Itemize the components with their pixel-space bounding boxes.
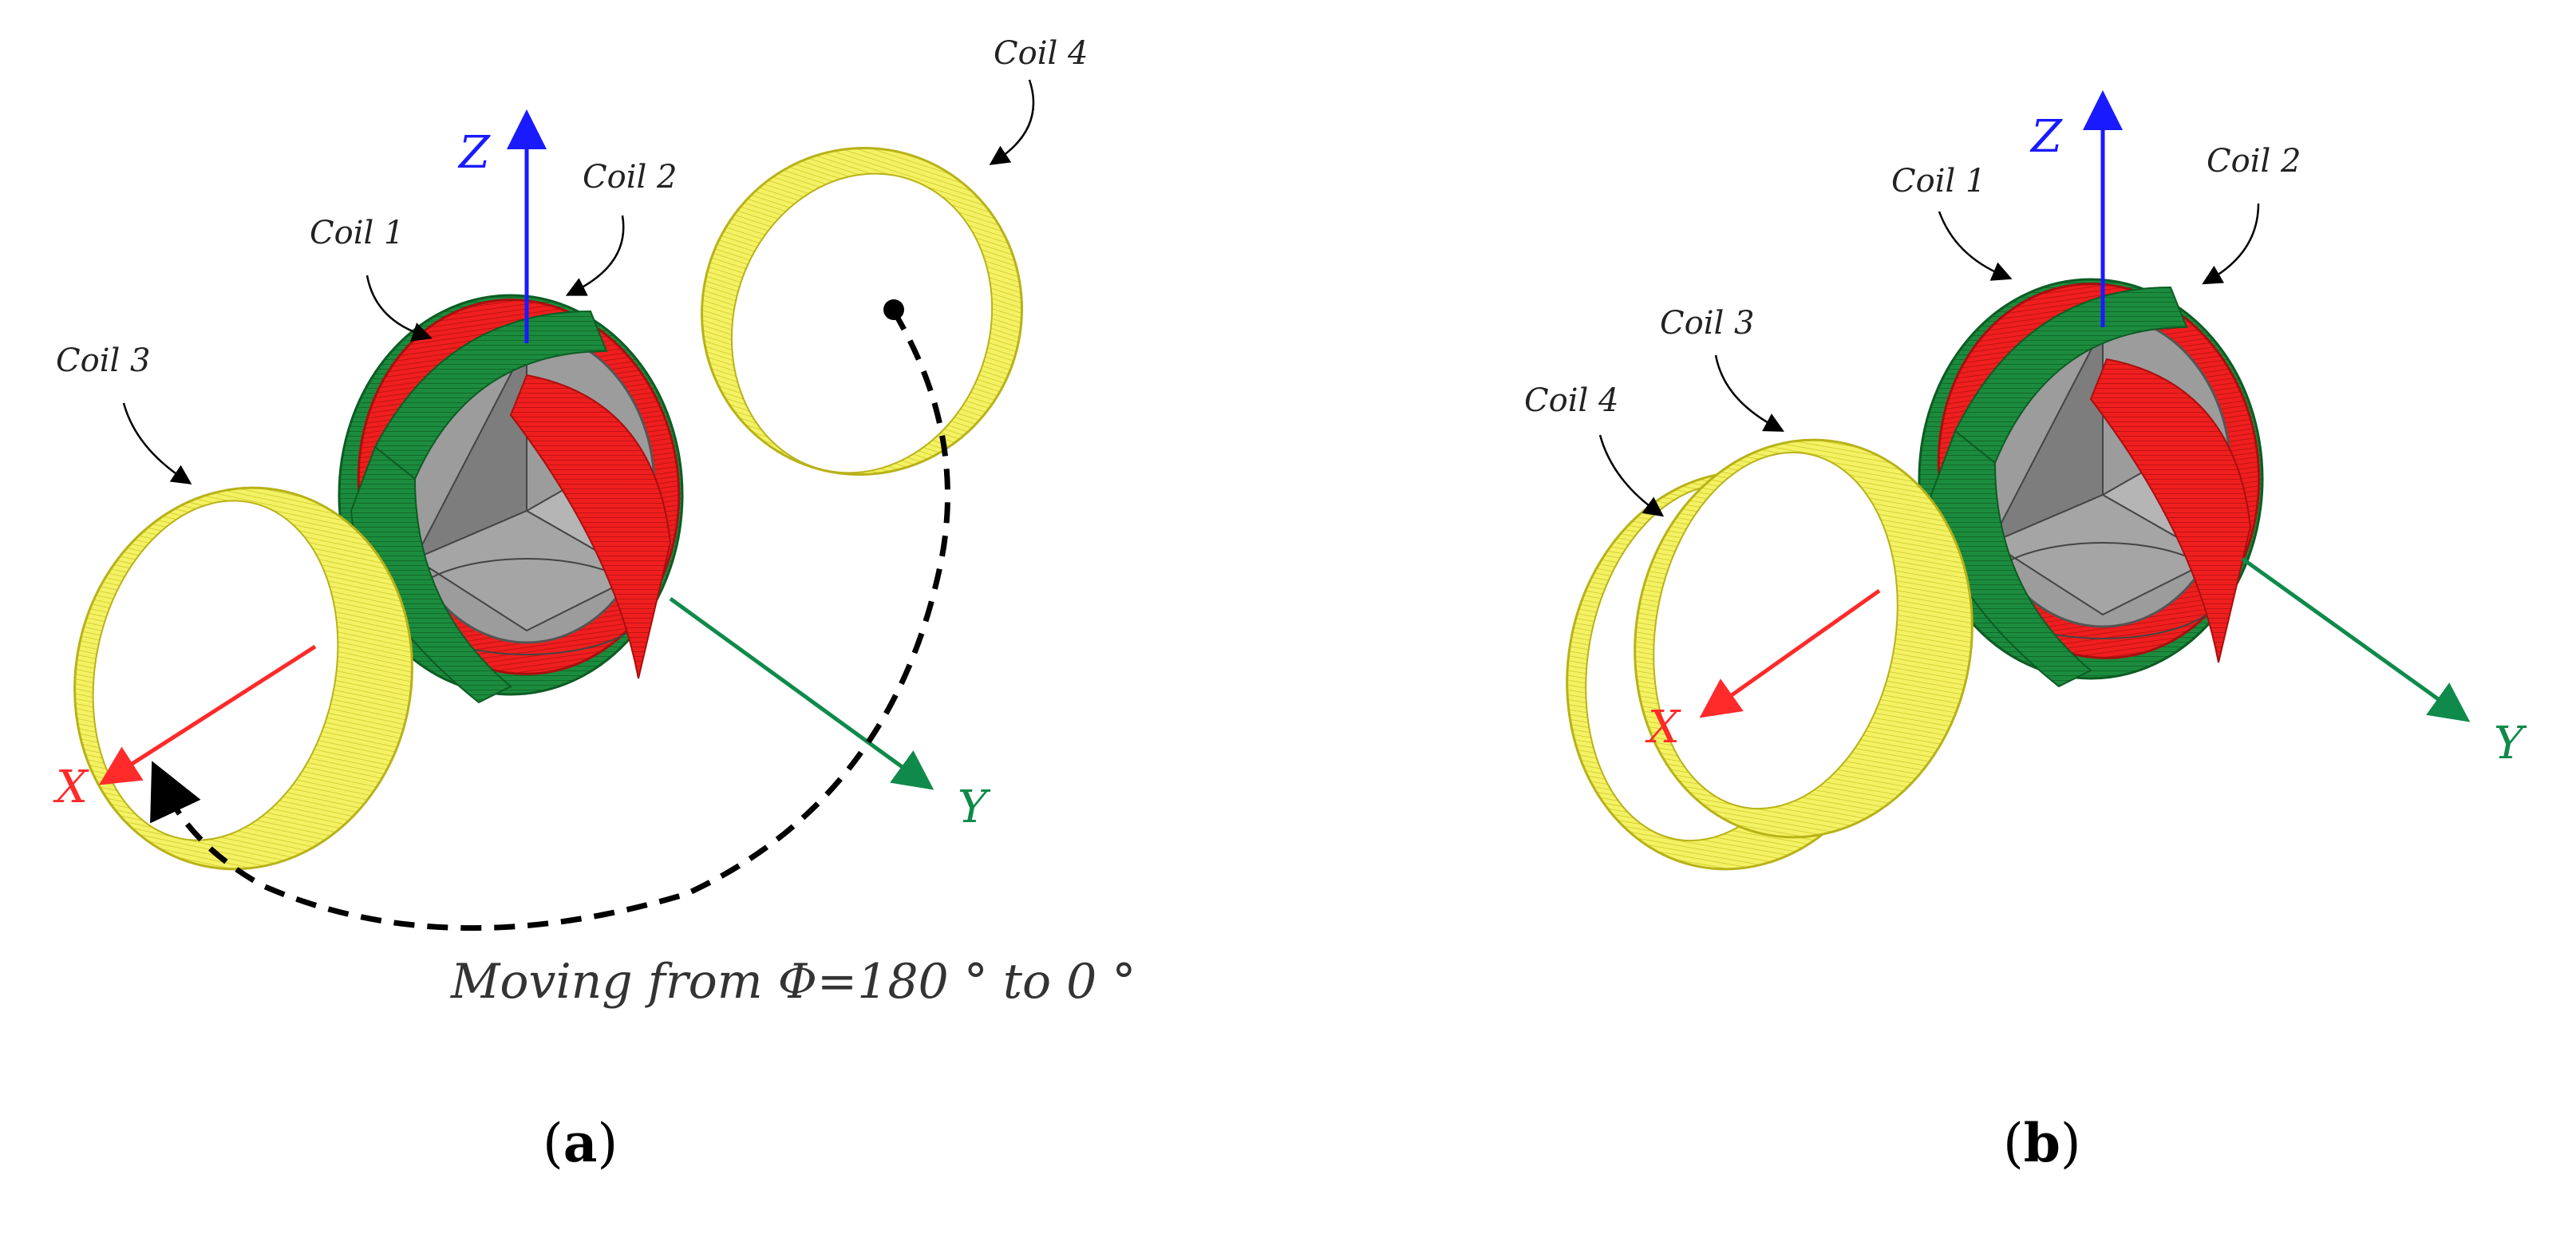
- coil-3-label-b: Coil 3: [1660, 305, 1754, 342]
- coil-2-label: Coil 2: [583, 159, 677, 196]
- coil-4-label-b: Coil 4: [1524, 382, 1618, 419]
- z-axis-label-b: Z: [2029, 111, 2063, 163]
- coil-4-pointer: [989, 79, 1035, 165]
- panel-a: Coil 4 Coil 2 Coil 1 Coil 3 Z X Y Moving…: [53, 35, 1136, 1174]
- coil-4-ring: [701, 146, 1023, 477]
- core-assembly-b: [1918, 278, 2264, 688]
- core-assembly-a: [338, 294, 684, 704]
- panel-b-caption: (b): [2003, 1112, 2081, 1174]
- x-axis-label-a: X: [53, 761, 89, 813]
- coil-2-pointer: [565, 215, 625, 296]
- y-axis-a: [669, 596, 934, 790]
- panel-a-caption: (a): [543, 1112, 618, 1174]
- x-axis-label-b: X: [1645, 702, 1681, 753]
- coil-4-pointer-b: [1598, 434, 1665, 517]
- coil-3-label: Coil 3: [56, 342, 150, 379]
- z-axis-label-a: Z: [457, 127, 491, 179]
- coil-1-label: Coil 1: [310, 215, 404, 251]
- coil-3-pointer-b: [1714, 354, 1785, 432]
- motion-caption: Moving from Φ=180 ° to 0 °: [450, 954, 1136, 1010]
- y-axis-b: [2241, 556, 2471, 722]
- coil-2-label-b: Coil 2: [2207, 143, 2301, 180]
- motion-start-dot: [883, 299, 904, 320]
- coil-1-pointer: [365, 275, 433, 342]
- y-axis-label-a: Y: [958, 781, 991, 833]
- coil-1-label-b: Coil 1: [1891, 163, 1985, 200]
- coil-4-label: Coil 4: [994, 35, 1088, 72]
- coil-3-pointer: [122, 402, 192, 485]
- coil-2-pointer-b: [2202, 203, 2260, 285]
- x-axis-b: [1699, 588, 1881, 718]
- y-axis-label-b: Y: [2494, 718, 2527, 769]
- coil-3-ring-b: [1634, 438, 1973, 839]
- x-axis-a: [98, 644, 317, 785]
- panel-b: Coil 2 Coil 1 Coil 3 Coil 4 Z X Y (b): [1524, 90, 2527, 1174]
- coil-1-pointer-b: [1938, 211, 2013, 281]
